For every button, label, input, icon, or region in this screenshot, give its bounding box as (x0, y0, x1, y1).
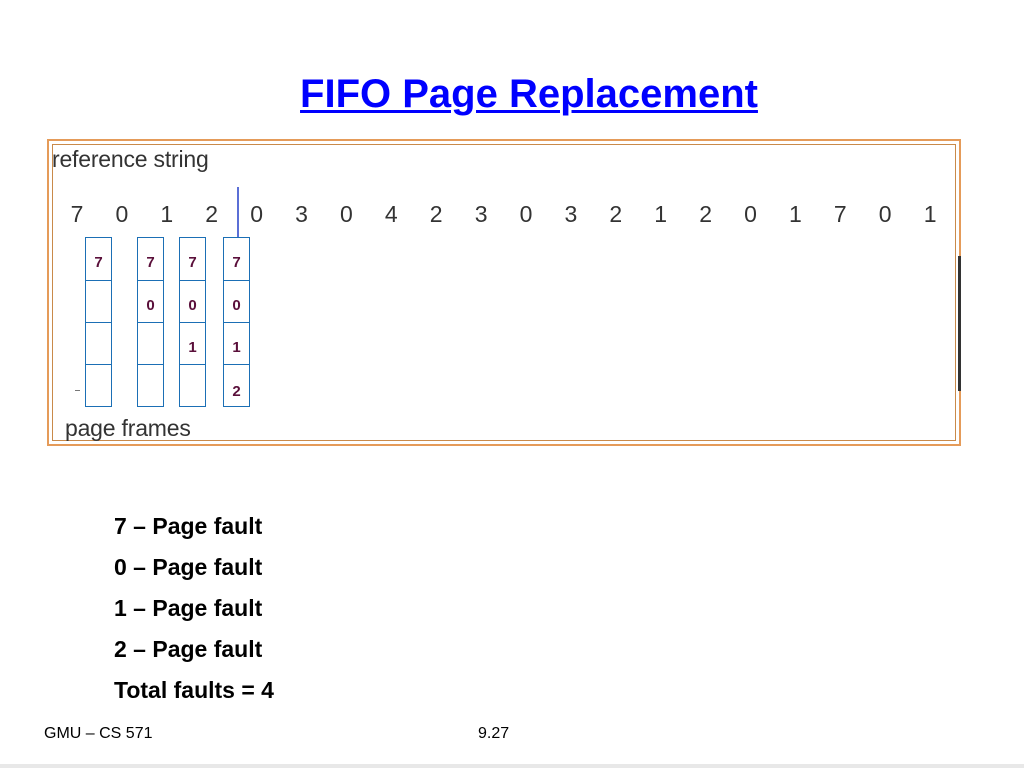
frame-cell (180, 364, 205, 406)
fault-item: 7 – Page fault (114, 513, 263, 539)
frame-cell (138, 322, 163, 364)
reference-number: 0 (519, 201, 533, 227)
frame-cell: 7 (86, 238, 111, 280)
frame-value: 7 (232, 254, 241, 271)
reference-number: 0 (744, 201, 757, 227)
frame-cell (138, 364, 163, 406)
page-frames-label: page frames (65, 415, 191, 441)
reference-number: 0 (878, 201, 892, 227)
frame-column: 7 (85, 237, 112, 407)
frame-cell (86, 280, 111, 322)
current-position-marker (237, 187, 239, 239)
fault-list: 7 – Page fault 0 – Page fault 1 – Page fau… (114, 510, 274, 715)
fault-item: 2 – Page fault (114, 636, 263, 662)
frame-value: 7 (188, 254, 197, 271)
frame-value: 1 (232, 339, 241, 356)
frame-cell: 7 (180, 238, 205, 280)
reference-number: 3 (295, 201, 308, 227)
frame-value: 7 (94, 254, 103, 271)
frame-cell: 1 (180, 322, 205, 364)
reference-number: 2 (609, 201, 623, 227)
reference-number: 4 (384, 201, 398, 227)
bottom-band (0, 764, 1024, 768)
reference-number: 1 (160, 201, 174, 227)
frame-cell: 1 (224, 322, 249, 364)
frame-value: 0 (188, 297, 197, 314)
frame-value: 2 (232, 383, 241, 400)
reference-number: 3 (564, 201, 578, 227)
fault-item: 0 – Page fault (114, 554, 263, 580)
reference-number: 2 (205, 201, 219, 227)
frame-value: 0 (232, 297, 241, 314)
frame-tick-mark (75, 390, 80, 391)
slide-title: FIFO Page Replacement (300, 72, 758, 116)
reference-number: 1 (654, 201, 668, 227)
frame-column: 7 0 1 2 (223, 237, 250, 407)
reference-number: 1 (923, 201, 937, 227)
frame-value: 1 (188, 339, 197, 356)
reference-number: 1 (788, 201, 802, 227)
total-faults: Total faults = 4 (114, 677, 274, 703)
frame-cell (86, 364, 111, 406)
reference-number: 3 (474, 201, 488, 227)
reference-number: 0 (250, 201, 263, 227)
reference-number: 0 (339, 201, 353, 227)
frame-cell: 0 (224, 280, 249, 322)
fault-item: 1 – Page fault (114, 595, 263, 621)
frame-column: 7 0 1 (179, 237, 206, 407)
frame-cell: 7 (138, 238, 163, 280)
reference-number: 0 (115, 201, 129, 227)
diagram-inner-border (52, 144, 956, 441)
frame-cell: 2 (224, 364, 249, 406)
frame-value: 7 (146, 254, 155, 271)
frame-value: 0 (146, 297, 155, 314)
reference-number: 7 (70, 201, 84, 227)
frame-cell: 0 (138, 280, 163, 322)
reference-number: 2 (699, 201, 712, 227)
footer-page-number: 9.27 (478, 725, 510, 742)
frame-cell: 0 (180, 280, 205, 322)
footer-course: GMU – CS 571 (44, 725, 153, 742)
reference-string-label: reference string (52, 146, 209, 172)
reference-number: 7 (833, 201, 847, 227)
frame-cell (86, 322, 111, 364)
frame-cell: 7 (224, 238, 249, 280)
reference-number: 2 (429, 201, 443, 227)
diagram-edge-shadow (958, 256, 961, 391)
